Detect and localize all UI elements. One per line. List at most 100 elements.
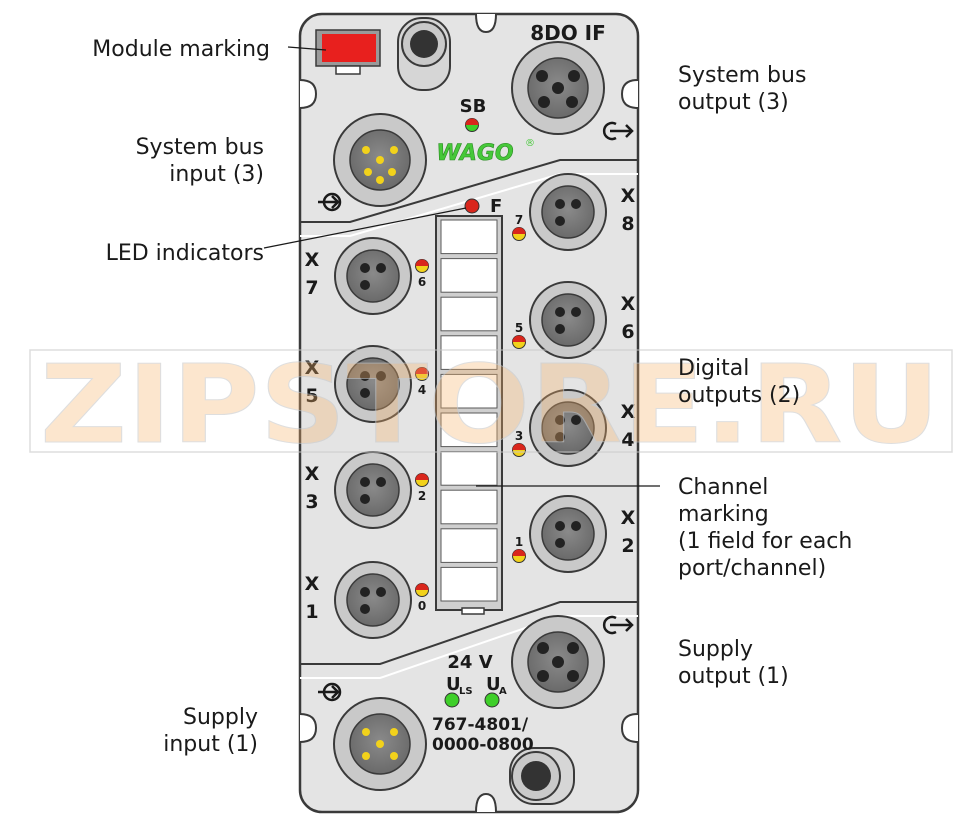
- module-type-label: 8DO IF: [530, 21, 606, 45]
- fault-led: [464, 198, 480, 214]
- channel-marking-field: [440, 258, 498, 293]
- bus-output-arrow-icon: [602, 121, 634, 141]
- port-x1: X 1 0: [305, 561, 429, 639]
- svg-text:ZIPSTORE.RU: ZIPSTORE.RU: [40, 343, 940, 468]
- sb-led: [465, 118, 479, 132]
- port-x8: X87: [512, 173, 636, 251]
- port-label-letter: X: [621, 293, 636, 315]
- order-number-line2: 0000-0800: [432, 735, 534, 755]
- port-x6: X 6 5: [512, 281, 636, 359]
- divider-bottom: [300, 601, 638, 665]
- port-label-number: 1: [305, 601, 318, 623]
- channel-led-number: 7: [515, 213, 523, 227]
- side-slots: [299, 79, 639, 743]
- port-label-letter: X: [305, 463, 320, 485]
- channel-marking-field: [440, 335, 498, 370]
- port-label-number: 6: [621, 321, 634, 343]
- port-x4: X43: [512, 389, 636, 467]
- channel-marking-field: [440, 412, 498, 448]
- divider-bottom-highlight: [300, 615, 638, 679]
- channel-marking-field: [440, 566, 498, 602]
- supply-input-connector: [333, 697, 427, 791]
- channel-marking-field: [440, 296, 498, 332]
- watermark: ZIPSTORE.RU: [29, 343, 953, 469]
- channel-led: [512, 335, 526, 349]
- channel-led: [512, 549, 526, 563]
- channel-led: [415, 367, 429, 381]
- divider-top: [300, 159, 638, 223]
- system-bus-output-connector: [511, 41, 605, 135]
- supply-output-arrow-icon: [602, 615, 634, 635]
- callout-line: marking: [678, 502, 769, 527]
- port-label-number: 8: [621, 213, 634, 235]
- callout-led-indicators: LED indicators: [60, 240, 264, 267]
- supply-output-connector: [511, 615, 605, 709]
- channel-led: [415, 259, 429, 273]
- channel-marking-field: [440, 528, 498, 563]
- order-number-line1: 767-4801/: [432, 715, 529, 735]
- callout-leaders: [263, 46, 660, 487]
- channel-led: [415, 583, 429, 597]
- port-label-number: 7: [305, 277, 318, 299]
- channel-led-number: 3: [515, 429, 523, 443]
- ua-led-label: U: [486, 674, 501, 695]
- port-label-letter: X: [305, 357, 320, 379]
- ua-led: [484, 692, 500, 708]
- top-screw-icon: [410, 30, 438, 58]
- port-x7: X 7 6: [305, 237, 429, 315]
- channel-marking-field: [440, 219, 498, 255]
- channel-led-number: 5: [515, 321, 523, 335]
- callout-line: LED indicators: [105, 241, 264, 266]
- callout-line: Supply: [183, 705, 258, 730]
- voltage-label: 24 V: [447, 652, 492, 673]
- channel-marking-field: [440, 373, 498, 409]
- top-notch: [475, 13, 497, 34]
- channel-led-number: 4: [418, 383, 426, 397]
- callout-line: port/channel): [678, 556, 827, 581]
- callout-line: input (3): [169, 162, 264, 187]
- port-label-number: 2: [621, 535, 634, 557]
- channel-marking-strip: [435, 215, 503, 615]
- port-label-letter: X: [305, 573, 320, 595]
- port-label-number: 3: [305, 491, 318, 513]
- channel-led: [512, 227, 526, 241]
- uls-led-label: U: [446, 674, 461, 695]
- port-label-letter: X: [305, 249, 320, 271]
- module-marking: [322, 34, 376, 62]
- port-x5: X 5 4: [305, 345, 429, 423]
- port-x3: X 3 2: [305, 451, 429, 529]
- callout-line: Module marking: [92, 37, 270, 62]
- channel-led-number: 6: [418, 275, 426, 289]
- fault-led-label: F: [490, 196, 502, 217]
- channel-led-number: 1: [515, 535, 523, 549]
- callout-line: input (1): [163, 732, 258, 757]
- callout-line: System bus: [678, 63, 807, 88]
- port-label-letter: X: [621, 507, 636, 529]
- callout-line: (1 field for each: [678, 529, 853, 554]
- callout-module-marking: Module marking: [60, 36, 270, 63]
- port-label-number: 5: [305, 385, 318, 407]
- sb-led-label: SB: [460, 96, 487, 117]
- channel-led-number: 2: [418, 489, 426, 503]
- module-marking-tab: [335, 65, 361, 75]
- bottom-screw-icon: [521, 761, 551, 791]
- channel-marking-field: [440, 489, 498, 525]
- uls-led: [444, 692, 460, 708]
- callout-line: outputs (2): [678, 383, 801, 408]
- port-label-letter: X: [621, 401, 636, 423]
- callout-line: output (3): [678, 90, 789, 115]
- supply-input-arrow-icon: [318, 682, 342, 702]
- channel-led-number: 0: [418, 599, 426, 613]
- callout-line: Channel: [678, 475, 769, 500]
- system-bus-input-connector: [333, 113, 427, 207]
- port-x2: X 2 1: [512, 495, 636, 573]
- callout-line: output (1): [678, 664, 789, 689]
